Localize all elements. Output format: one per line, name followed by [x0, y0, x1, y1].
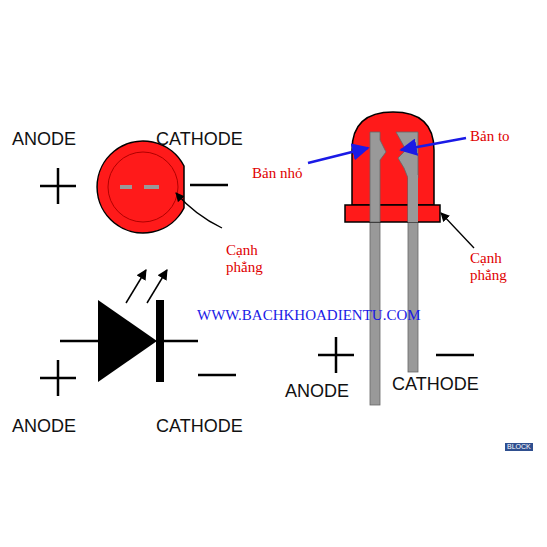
part-label: ANODE [12, 130, 76, 150]
part-label: Cạnh phẳng [470, 250, 530, 283]
part-label: Bản nhỏ [252, 165, 302, 182]
led-side-view [308, 112, 474, 405]
part-label: CATHODE [156, 417, 243, 437]
part-label: ANODE [12, 417, 76, 437]
led-symbol [60, 270, 198, 382]
part-label: ANODE [285, 382, 349, 402]
part-label: CATHODE [156, 130, 243, 150]
part-label: CATHODE [392, 375, 479, 395]
led-top-view [97, 141, 222, 233]
part-label: WWW.BACHKHOADIENTU.COM [197, 307, 421, 324]
part-label: Bản to [470, 128, 510, 145]
part-label: Cạnh phẳng [226, 242, 286, 275]
watermark: BLOCK [505, 443, 533, 451]
